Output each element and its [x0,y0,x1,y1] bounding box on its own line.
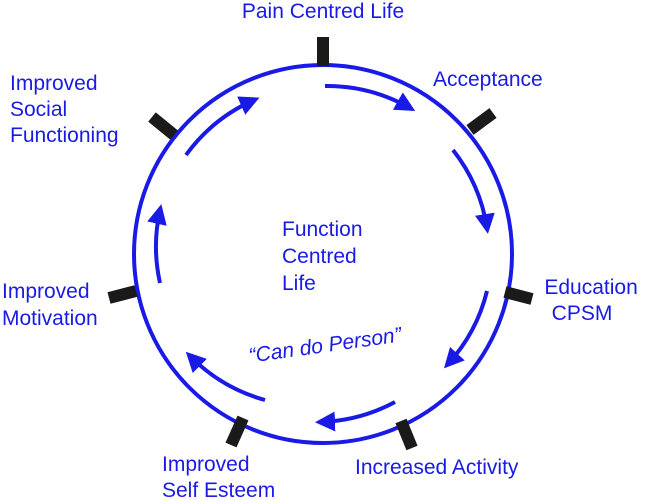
tick-improved-social-functioning [148,112,178,140]
label-improved-social-functioning: Improved Social Functioning [10,72,119,147]
arrow-from-increased-activity [315,400,396,432]
label-increased-activity: Increased Activity [355,456,519,479]
clockwise-arrows [324,83,495,369]
arrow-to-increased-activity [443,290,489,369]
stage-ticks [107,37,534,451]
label-improved-social-functioning-line-1: Improved [10,72,98,95]
can-do-person-label: “Can do Person” [247,323,404,367]
arrow-to-pain-centred-life [184,96,260,157]
center-label-line-2: Centred [282,245,357,268]
tick-acceptance [466,108,497,135]
center-label-line-3: Life [282,272,316,295]
label-education-line-2: CPSM [552,302,613,325]
arrow-to-acceptance [324,83,416,111]
label-acceptance: Acceptance [433,68,543,91]
center-label-line-1: Function [282,218,363,241]
center-label: Function Centred Life [282,218,368,295]
label-improved-social-functioning-line-2: Social [10,98,67,121]
arrow-to-improved-social-functioning [147,204,167,284]
label-improved-motivation-line-2: Motivation [2,307,98,330]
label-improved-motivation-line-1: Improved [2,280,90,303]
arrow-to-improved-motivation [185,351,266,402]
tick-improved-self-esteem [225,415,249,448]
label-education: Education CPSM [544,276,643,325]
tick-increased-activity [395,418,418,451]
label-education-line-1: Education [544,276,637,299]
label-improved-motivation: Improved Motivation [2,280,98,330]
label-improved-self-esteem-line-2: Self Esteem [162,479,275,500]
label-pain-centred-life: Pain Centred Life [242,0,404,23]
counterclockwise-arrows [147,96,396,432]
tick-education [503,286,534,305]
label-improved-social-functioning-line-3: Functioning [10,124,119,147]
label-improved-self-esteem-line-1: Improved [162,453,250,476]
tick-improved-motivation [107,285,138,304]
arrow-to-education [451,148,495,234]
label-improved-self-esteem: Improved Self Esteem [162,453,275,500]
